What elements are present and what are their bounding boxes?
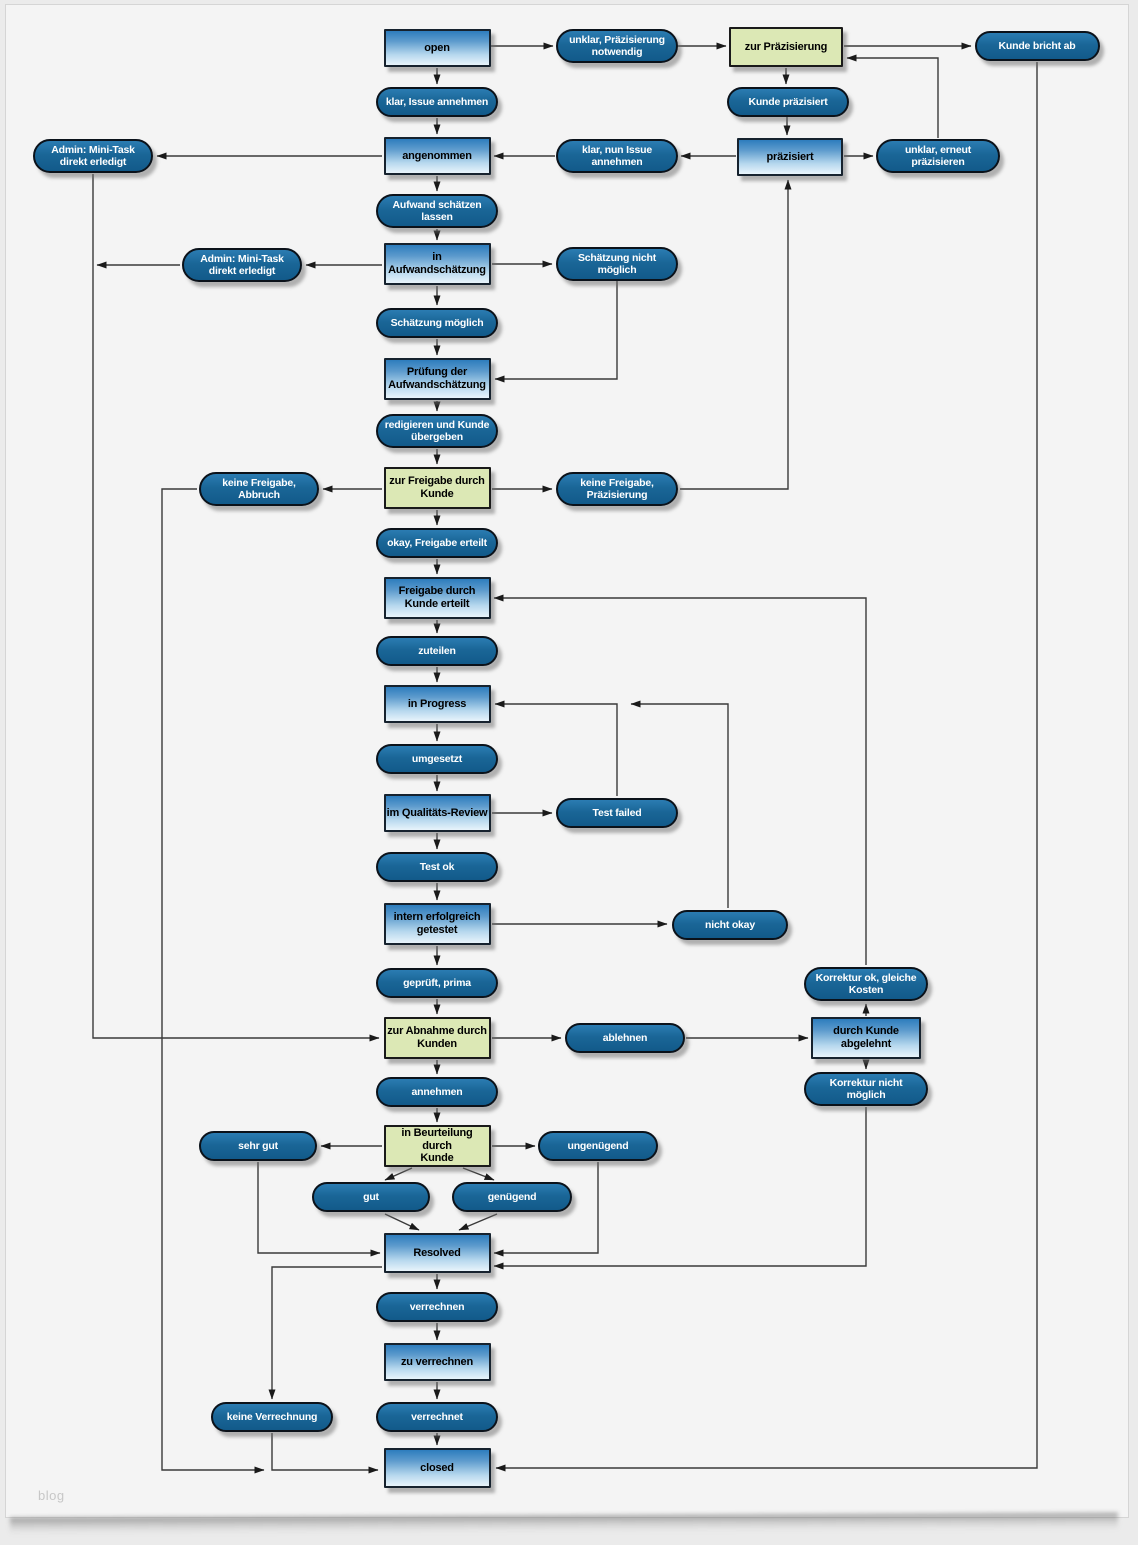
node-open: open [383, 29, 491, 67]
node-durch-kunde-abgelehnt: durch Kunde abgelehnt [811, 1017, 921, 1059]
node-resolved: Resolved [383, 1233, 491, 1273]
node-korrektur-ok-gleiche-kosten: Korrektur ok, gleiche Kosten [804, 967, 928, 1001]
node-nicht-okay: nicht okay [672, 910, 788, 940]
node-freigabe-durch-kunde-erteilt: Freigabe durch Kunde erteilt [383, 577, 491, 619]
node-korrektur-nicht-moeglich: Korrektur nicht möglich [804, 1072, 928, 1106]
node-schaetzung-nicht-moeglich: Schätzung nicht möglich [556, 247, 678, 281]
node-admin-mini-task-1: Admin: Mini-Task direkt erledigt [33, 139, 153, 173]
node-keine-freigabe-praezisierung: keine Freigabe, Präzisierung [556, 472, 678, 506]
node-angenommen: angenommen [383, 137, 491, 175]
node-test-ok: Test ok [376, 852, 498, 882]
node-genuegend: genügend [452, 1182, 572, 1212]
node-ungenuegend: ungenügend [538, 1131, 658, 1161]
node-zur-freigabe-durch-kunde: zur Freigabe durch Kunde [383, 467, 491, 509]
node-unklar-erneut-praezisieren: unklar, erneut präzisieren [876, 139, 1000, 173]
node-geprueft-prima: geprüft, prima [376, 968, 498, 998]
node-klar-issue-annehmen: klar, Issue annehmen [376, 87, 498, 117]
watermark-text: blog [38, 1488, 65, 1503]
node-sehr-gut: sehr gut [199, 1131, 317, 1161]
node-annehmen: annehmen [376, 1077, 498, 1107]
node-im-qualitaets-review: im Qualitäts-Review [383, 794, 491, 832]
node-aufwand-schaetzen-lassen: Aufwand schätzen lassen [376, 194, 498, 228]
node-keine-freigabe-abbruch: keine Freigabe, Abbruch [199, 472, 319, 506]
node-zuteilen: zuteilen [376, 636, 498, 666]
node-schaetzung-moeglich: Schätzung möglich [376, 308, 498, 338]
node-in-beurteilung-durch-kunde: in Beurteilung durch Kunde [383, 1125, 491, 1167]
node-okay-freigabe-erteilt: okay, Freigabe erteilt [376, 528, 498, 558]
node-in-progress: in Progress [383, 685, 491, 723]
node-klar-nun-issue-annehmen: klar, nun Issue annehmen [556, 139, 678, 173]
node-closed: closed [383, 1448, 491, 1488]
node-admin-mini-task-2: Admin: Mini-Task direkt erledigt [182, 248, 302, 282]
node-kunde-bricht-ab: Kunde bricht ab [974, 31, 1100, 61]
node-redigieren-und-kunde-uebergeben: redigieren und Kunde übergeben [376, 414, 498, 448]
node-zur-praezisierung: zur Präzisierung [729, 27, 843, 67]
node-verrechnen: verrechnen [376, 1292, 498, 1322]
node-ablehnen: ablehnen [565, 1023, 685, 1053]
node-pruefung-der-aufwandschaetzung: Prüfung der Aufwandschätzung [383, 358, 491, 400]
node-verrechnet: verrechnet [376, 1402, 498, 1432]
node-kunde-praezisiert: Kunde präzisiert [727, 87, 849, 117]
node-zur-abnahme-durch-kunden: zur Abnahme durch Kunden [383, 1017, 491, 1059]
node-zu-verrechnen: zu verrechnen [383, 1343, 491, 1381]
node-umgesetzt: umgesetzt [376, 744, 498, 774]
node-keine-verrechnung: keine Verrechnung [211, 1402, 333, 1432]
node-in-aufwandschaetzung: in Aufwandschätzung [383, 243, 491, 285]
node-gut: gut [312, 1182, 430, 1212]
node-unklar-praezisierung-notwendig: unklar, Präzisierung notwendig [556, 29, 678, 63]
node-intern-erfolgreich-getestet: intern erfolgreich getestet [383, 903, 491, 945]
node-praezisiert: präzisiert [737, 138, 843, 176]
node-test-failed: Test failed [556, 798, 678, 828]
